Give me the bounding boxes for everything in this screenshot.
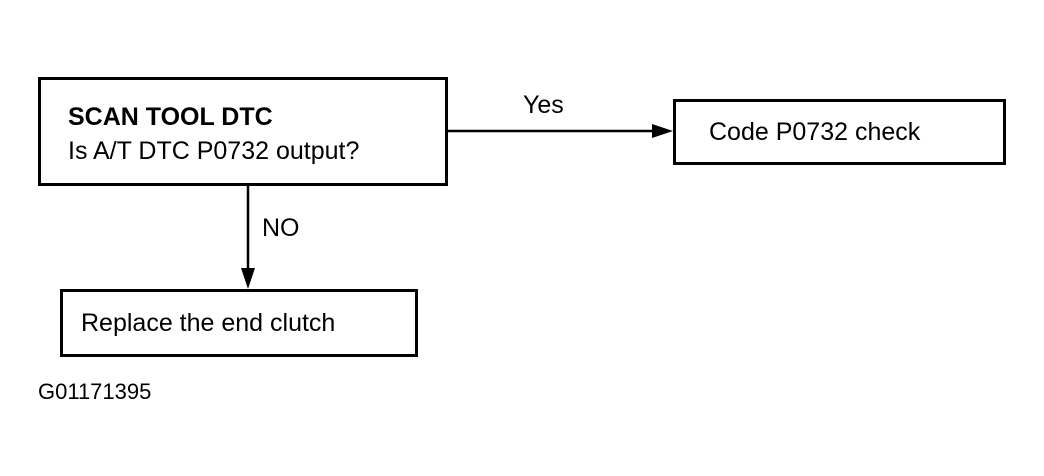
- yes-arrowhead: [652, 124, 673, 138]
- yes-result-box: Code P0732 check: [673, 99, 1006, 165]
- decision-question: Is A/T DTC P0732 output?: [68, 137, 360, 165]
- decision-box: SCAN TOOL DTC Is A/T DTC P0732 output?: [38, 77, 448, 186]
- no-arrowhead: [241, 268, 255, 289]
- decision-title: SCAN TOOL DTC: [68, 103, 273, 131]
- yes-label: Yes: [523, 91, 564, 119]
- no-label: NO: [262, 214, 300, 242]
- figure-id: G01171395: [38, 379, 152, 404]
- no-result-box: Replace the end clutch: [60, 289, 418, 357]
